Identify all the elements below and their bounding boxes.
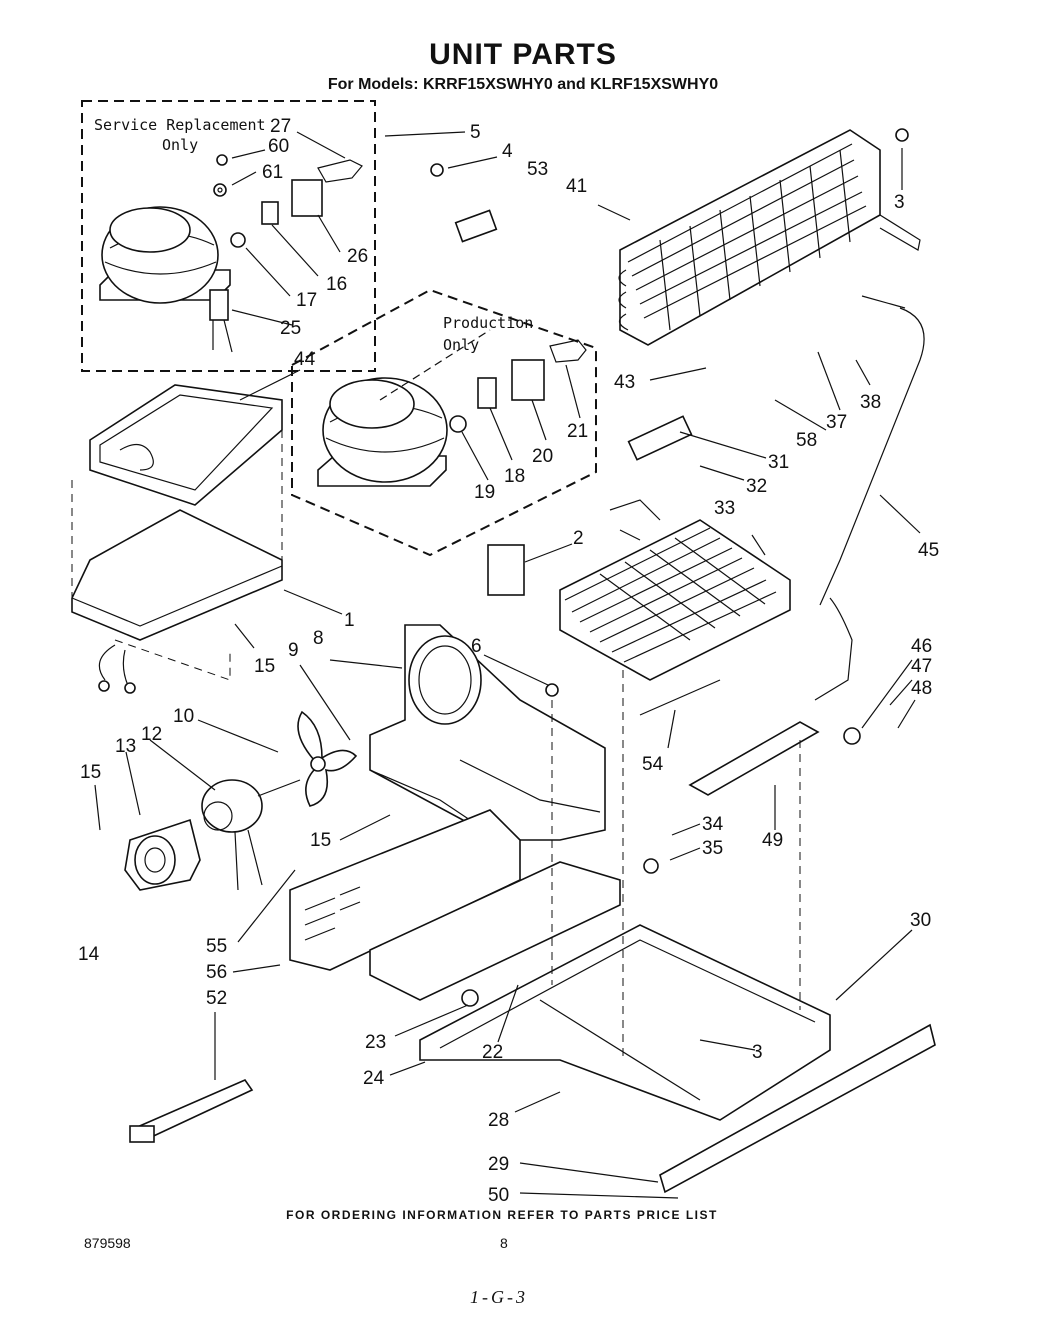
callout-48: 48 [911,678,932,699]
callout-46: 46 [911,636,932,657]
tray-49-drawing [688,721,820,796]
page-title: UNIT PARTS [429,38,617,71]
clip-23-drawing [461,989,479,1007]
callout-12: 12 [141,724,162,745]
fan-motor-drawing [201,779,301,891]
base-frame-drawing [419,924,936,1194]
service-box-label-line1: Service Replacement [94,116,266,134]
ordering-info-note: FOR ORDERING INFORMATION REFER TO PARTS … [286,1208,718,1222]
callout-60: 60 [268,136,289,157]
callout-21: 21 [567,421,588,442]
production-box-label-line1: Production [443,314,533,332]
callout-14: 14 [78,944,100,965]
grommet-35-drawing [643,858,659,874]
callout-8: 8 [313,628,324,649]
callout-30: 30 [910,910,931,931]
vertical-dashed-guides [551,670,801,1060]
condenser-coil-drawing [618,129,925,701]
screw-6-drawing [545,683,559,697]
wire-54-drawing [639,679,721,716]
callout-3-bottom: 3 [752,1042,763,1063]
callout-6: 6 [471,636,482,657]
callout-15-b: 15 [80,762,101,783]
callout-41: 41 [566,176,587,197]
callout-52: 52 [206,988,227,1009]
callout-55: 55 [206,936,227,957]
service-replacement-box [81,100,376,372]
callout-22: 22 [482,1042,503,1063]
fan-shroud-drawing [369,624,606,841]
callout-26: 26 [347,246,368,267]
callout-29: 29 [488,1154,509,1175]
callout-23: 23 [365,1032,386,1053]
filter-pad-drawing [369,861,621,1001]
fan-blade-drawing [297,710,358,807]
callout-43: 43 [614,372,635,393]
callout-44: 44 [294,349,316,370]
model-subtitle: For Models: KRRF15XSWHY0 and KLRF15XSWHY… [327,76,719,93]
callout-2: 2 [573,528,584,549]
callout-24: 24 [363,1068,385,1089]
callout-28: 28 [488,1110,509,1131]
callout-50: 50 [488,1185,509,1206]
shim-part-drawing [487,544,525,596]
callout-49: 49 [762,830,783,851]
callout-54: 54 [642,754,664,775]
drainpan-align-line [71,430,283,681]
screw-3a-drawing [895,128,909,142]
callout-labels: 27 60 61 26 16 17 25 5 4 53 41 3 44 21 2… [78,116,939,1206]
callout-10: 10 [173,706,194,727]
callout-32: 32 [746,476,767,497]
callout-58: 58 [796,430,817,451]
callout-34: 34 [702,814,724,835]
drain-pan-drawing [89,384,283,506]
callout-16: 16 [326,274,347,295]
callout-19: 19 [474,482,495,503]
callout-31: 31 [768,452,789,473]
production-box-label-line2: Only [443,336,479,354]
label-53-drawing [454,209,498,243]
sheet-code: 1-G-3 [470,1287,528,1307]
grommet-46-drawing [843,727,861,745]
callout-35: 35 [702,838,723,859]
callout-18: 18 [504,466,525,487]
callout-25: 25 [280,318,301,339]
cable-tie-drawing [129,1079,254,1143]
callout-15-c: 15 [310,830,331,851]
leader-lines [94,131,921,1199]
production-compressor-drawing [317,339,587,487]
evaporator-coil-drawing [559,499,791,681]
callout-56: 56 [206,962,227,983]
production-only-box [291,288,597,557]
dashed-leader-44-line [379,329,491,401]
callout-4: 4 [502,141,513,162]
screw-4-drawing [430,163,444,177]
callout-61: 61 [262,162,283,183]
callout-13: 13 [115,736,136,757]
callout-38: 38 [860,392,881,413]
callout-1: 1 [344,610,355,631]
callout-53: 53 [527,159,548,180]
callout-5: 5 [470,122,481,143]
callout-17: 17 [296,290,317,311]
callout-15-a: 15 [254,656,275,677]
callout-47: 47 [911,656,932,677]
callout-37: 37 [826,412,847,433]
callout-3-top: 3 [894,192,905,213]
drier-32-drawing [627,415,693,461]
motor-bracket-drawing [124,818,201,891]
cover-panel-drawing [71,509,283,694]
document-number: 879598 [84,1235,131,1251]
callout-33: 33 [714,498,735,519]
service-box-label-line2: Only [162,136,198,154]
callout-20: 20 [532,446,553,467]
callout-27: 27 [270,116,291,137]
page-number: 8 [500,1235,508,1251]
service-compressor-drawing [99,154,363,353]
callout-9: 9 [288,640,299,661]
callout-45: 45 [918,540,939,561]
